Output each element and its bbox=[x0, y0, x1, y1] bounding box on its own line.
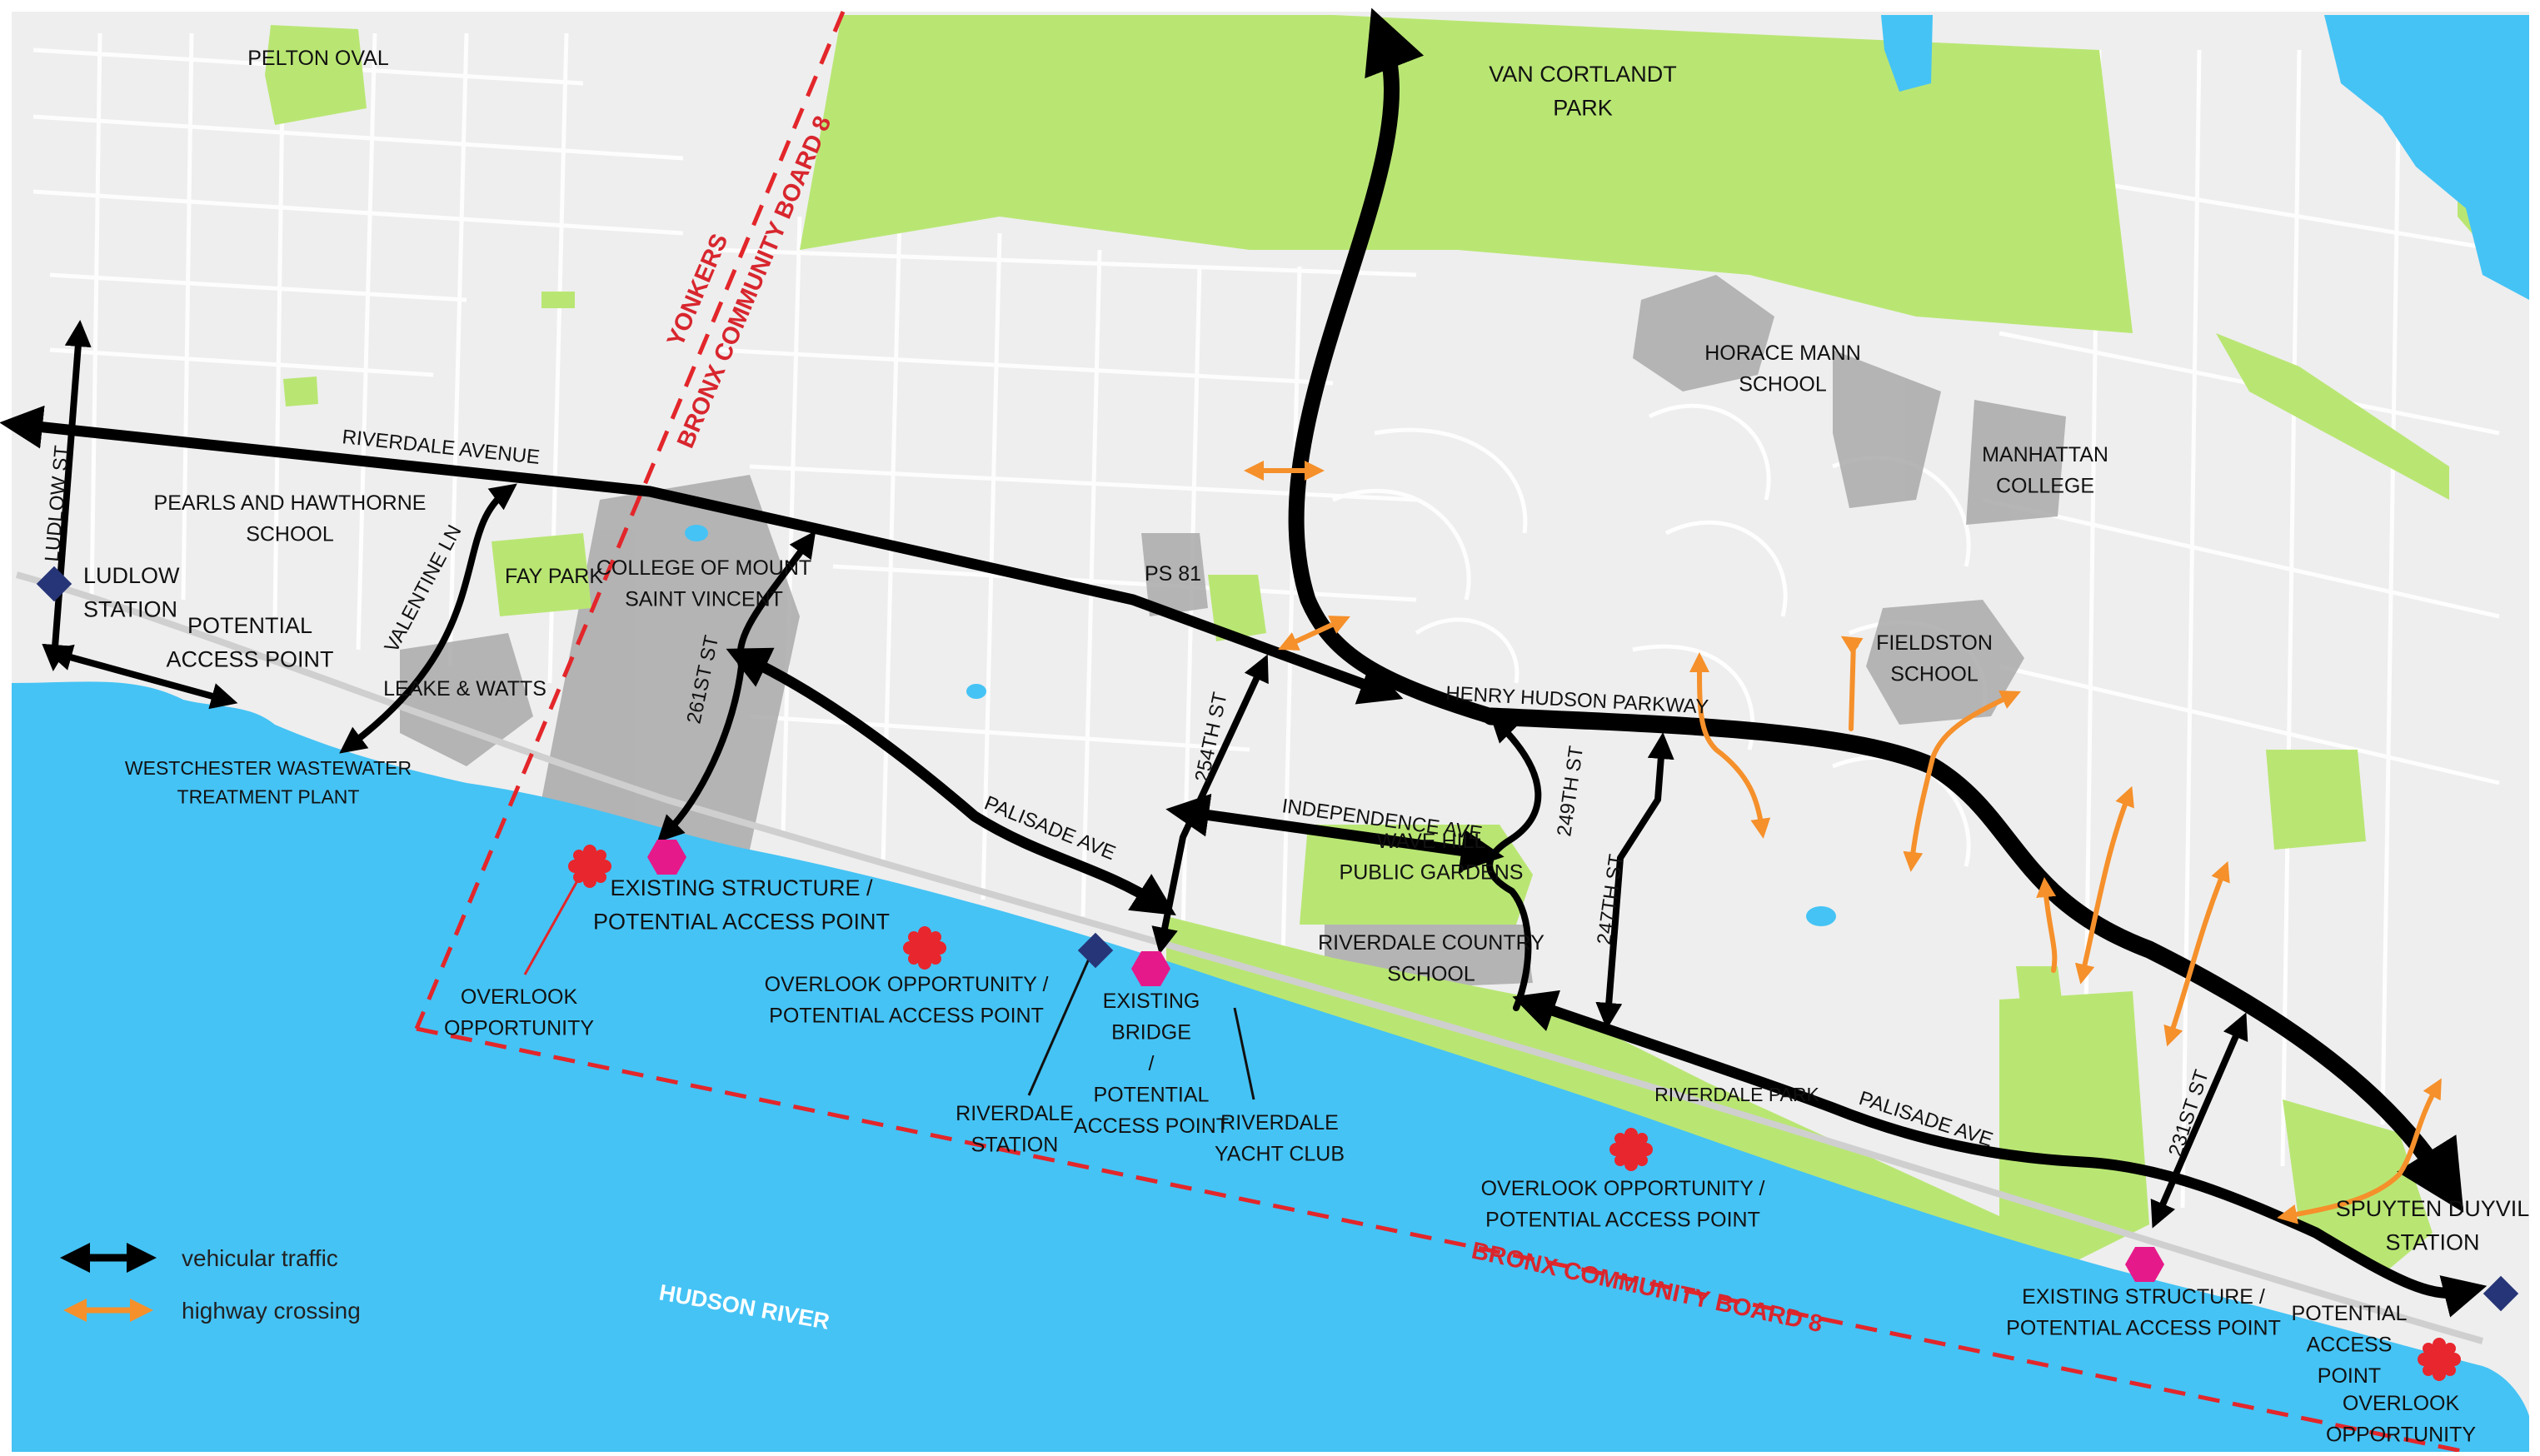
park-pelton-oval bbox=[265, 25, 367, 125]
label-pelton-oval: PELTON OVAL bbox=[247, 47, 389, 70]
leader-riverdale-station bbox=[1027, 949, 1095, 1096]
crossing-3 bbox=[1689, 652, 1771, 839]
structure-west-marker bbox=[647, 840, 686, 875]
leader-lines bbox=[523, 870, 1255, 1100]
pond-2 bbox=[685, 525, 708, 541]
crossing-4 bbox=[1849, 639, 1856, 731]
structure-east-marker bbox=[2125, 1247, 2164, 1282]
crossing-6 bbox=[1903, 691, 2021, 872]
campus-manhattan-college bbox=[1833, 350, 1941, 508]
route-ludlow-st bbox=[42, 320, 92, 671]
label-leake-watts: LEAKE & WATTS bbox=[383, 677, 546, 701]
overlook-park-marker bbox=[1609, 1128, 1653, 1171]
legend: vehicular traffic highway crossing bbox=[60, 1243, 361, 1324]
crossing-9 bbox=[2163, 860, 2230, 1047]
leader-overlook-west bbox=[523, 870, 585, 975]
route-valentine-ln bbox=[339, 483, 517, 754]
label-fay-park: FAY PARK bbox=[505, 565, 603, 588]
route-palisade-east bbox=[1512, 990, 2488, 1318]
boundary-yonkers-bronx bbox=[414, 11, 846, 1030]
park-east-1 bbox=[1999, 991, 2149, 1266]
crossing-8 bbox=[2036, 877, 2058, 973]
campus-manhattan-college-2 bbox=[1966, 400, 2066, 525]
label-riverdale-park: RIVERDALE PARK bbox=[1654, 1084, 1819, 1105]
crossing-2 bbox=[1278, 616, 1350, 651]
park-small-1 bbox=[283, 376, 318, 406]
crossing-5 bbox=[1840, 636, 1864, 656]
park-east-3 bbox=[2216, 333, 2449, 500]
label-structure-west: EXISTING STRUCTURE /POTENTIAL ACCESS POI… bbox=[593, 875, 890, 935]
crossing-7 bbox=[2074, 785, 2134, 985]
label-overlook-mid: OVERLOOK OPPORTUNITY /POTENTIAL ACCESS P… bbox=[765, 973, 1049, 1028]
park-small-2 bbox=[541, 292, 575, 308]
station-spuyten-marker bbox=[2483, 1275, 2519, 1312]
legend-highway-label: highway crossing bbox=[182, 1298, 361, 1324]
leader-yacht-club bbox=[1233, 1007, 1255, 1100]
highway-crossings bbox=[1244, 461, 2442, 1224]
route-palisade-west bbox=[726, 647, 1176, 916]
pond-3 bbox=[966, 684, 986, 699]
park-van-cortlandt bbox=[800, 15, 2133, 333]
route-247th-st bbox=[1595, 732, 1674, 1030]
label-ps81: PS 81 bbox=[1145, 562, 1201, 586]
label-overlook-park: OVERLOOK OPPORTUNITY /POTENTIAL ACCESS P… bbox=[1481, 1177, 1765, 1232]
route-249th-st bbox=[1486, 715, 1542, 1011]
pond-1 bbox=[1806, 906, 1836, 926]
crossing-10 bbox=[2277, 1078, 2442, 1224]
overlook-west-marker bbox=[568, 845, 611, 888]
overlook-east-marker bbox=[2418, 1338, 2461, 1381]
structure-bridge-marker bbox=[1131, 951, 1170, 986]
legend-vehicular-label: vehicular traffic bbox=[182, 1245, 338, 1271]
label-structure-east: EXISTING STRUCTURE /POTENTIAL ACCESS POI… bbox=[2006, 1285, 2281, 1340]
route-231st-st bbox=[2150, 1012, 2248, 1229]
route-riverdale-avenue bbox=[0, 405, 1404, 705]
station-riverdale-marker bbox=[1077, 932, 1114, 969]
water-n-small bbox=[1881, 15, 1933, 92]
route-ludlow-access bbox=[45, 644, 238, 710]
overlook-mid-marker bbox=[903, 926, 946, 970]
water-ne bbox=[2324, 15, 2529, 300]
route-independence bbox=[1165, 793, 1505, 873]
campus-horace-mann bbox=[1633, 275, 1774, 391]
route-henry-hudson-north bbox=[1288, 7, 1500, 725]
park-east-2 bbox=[2266, 750, 2366, 850]
